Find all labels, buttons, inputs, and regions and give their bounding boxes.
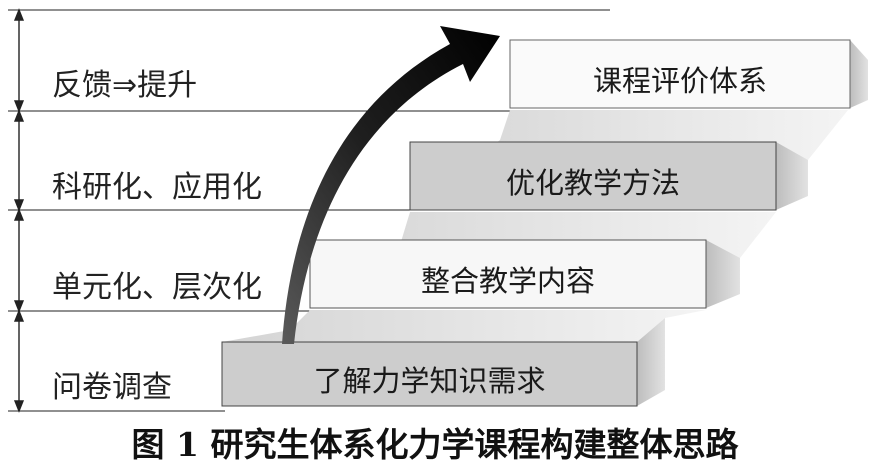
- step-label-content: 整合教学内容: [420, 264, 595, 298]
- step-label-method: 优化教学方法: [505, 166, 680, 200]
- level-separators: [8, 9, 610, 412]
- step-label-needs: 了解力学知识需求: [313, 364, 546, 398]
- level-label-research: 科研化、应用化: [52, 170, 262, 205]
- step-box-1: [221, 341, 638, 407]
- progress-arrow: [282, 26, 500, 344]
- step-box-2: [309, 239, 707, 309]
- step-box-3: [409, 141, 777, 211]
- tread-top-1: [222, 310, 706, 342]
- span-markers: [13, 8, 25, 413]
- side-face-2: [706, 240, 740, 308]
- level-label-feedback: 反馈⇒提升: [52, 68, 198, 103]
- side-face-1: [637, 318, 665, 406]
- figure-caption: 图 1 研究生体系化力学课程构建整体思路: [131, 425, 739, 464]
- side-face-4: [850, 40, 868, 108]
- level-label-survey: 问卷调查: [52, 370, 172, 405]
- step-box-4: [509, 39, 851, 109]
- level-label-unit: 单元化、层次化: [52, 270, 262, 305]
- step-label-evaluation: 课程评价体系: [592, 64, 767, 98]
- side-face-3: [776, 142, 808, 210]
- step-boxes: [221, 39, 851, 407]
